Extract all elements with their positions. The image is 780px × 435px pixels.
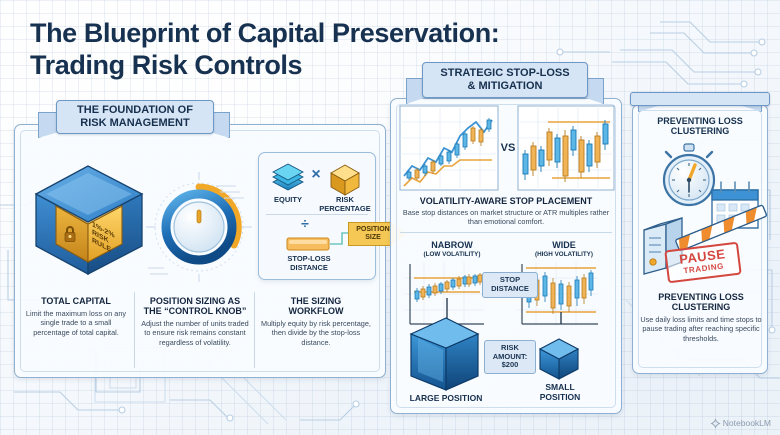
- caption-position-sizing: POSITION SIZING AS THE “CONTROL KNOB” Ad…: [140, 296, 250, 347]
- position-size-line-2: SIZE: [365, 234, 381, 241]
- caption-divider-2: [254, 292, 255, 368]
- stopwatch-icon: [662, 143, 716, 207]
- stop-loss-distance-label: STOP-LOSS DISTANCE: [276, 254, 342, 272]
- caption-loss-clustering: PREVENTING LOSS CLUSTERING Use daily los…: [640, 292, 762, 343]
- stacked-coins-icon: [272, 163, 304, 191]
- banner-loss-clustering-bar: [630, 92, 770, 106]
- loss-clustering-title-line-1: PREVENTING LOSS: [657, 116, 743, 126]
- trending-up-candlestick-chart-icon: [399, 105, 499, 191]
- caption-total-capital: TOTAL CAPITAL Limit the maximum loss on …: [22, 296, 130, 337]
- caption-total-capital-heading: TOTAL CAPITAL: [41, 296, 111, 306]
- caption-sizing-workflow: THE SIZING WORKFLOW Multiply equity by r…: [260, 296, 372, 347]
- caption-position-sizing-heading: POSITION SIZING AS THE “CONTROL KNOB”: [140, 296, 250, 316]
- watermark-label: NotebookLM: [722, 418, 771, 428]
- stop-distance-chip-line-1: STOP: [499, 275, 521, 285]
- small-position-label-line-2: POSITION: [539, 391, 581, 402]
- caption-sizing-workflow-body: Multiply equity by risk percentage, then…: [261, 319, 371, 347]
- page-title-line-2: Trading Risk Controls: [30, 49, 303, 80]
- caption-volatility-aware-heading: VOLATILITY-AWARE STOP PLACEMENT: [419, 196, 593, 206]
- watermark: NotebookLM: [710, 417, 771, 429]
- small-position-label-line-1: SMALL: [545, 382, 575, 392]
- risk-percentage-label-line-2: PERCENTAGE: [319, 203, 371, 213]
- caption-volatility-aware: VOLATILITY-AWARE STOP PLACEMENT Base sto…: [398, 196, 614, 227]
- sizing-card-divider: [266, 214, 368, 215]
- narrow-heading: NABROW: [431, 240, 473, 250]
- page-title: The Blueprint of Capital Preservation: T…: [30, 18, 590, 82]
- caption-divider-1: [134, 292, 135, 368]
- choppy-candlestick-chart-icon: [517, 105, 615, 191]
- equity-label: EQUITY: [274, 195, 302, 204]
- position-size-line-1: POSITION: [356, 226, 390, 234]
- caption-sizing-workflow-heading: THE SIZING WORKFLOW: [260, 296, 372, 316]
- caption-total-capital-body: Limit the maximum loss on any single tra…: [25, 309, 127, 337]
- stop-loss-section-divider: [400, 232, 612, 233]
- risk-amount-chip-line-3: $200: [501, 360, 519, 370]
- multiply-operator: ×: [311, 166, 321, 183]
- large-blue-cube-icon: [409, 317, 480, 391]
- stop-loss-distance-line-1: STOP-LOSS: [287, 254, 331, 263]
- control-knob-icon: [146, 172, 252, 282]
- caption-loss-clustering-heading-line-2: CLUSTERING: [671, 302, 731, 313]
- notebooklm-logo-icon: [710, 417, 721, 429]
- wide-subheading: (HIGH VOLATILITY): [535, 251, 593, 258]
- banner-foundation-line-1: THE FOUNDATION OF: [77, 104, 193, 117]
- caption-position-sizing-heading-line-1: POSITION SIZING AS: [149, 296, 241, 306]
- page-title-line-1: The Blueprint of Capital Preservation:: [30, 18, 500, 48]
- loss-clustering-title: PREVENTING LOSS CLUSTERING: [640, 116, 760, 137]
- caption-sizing-workflow-heading-line-1: THE SIZING: [290, 296, 342, 306]
- narrow-subheading: (LOW VOLATILITY): [423, 251, 481, 258]
- caption-position-sizing-body: Adjust the number of units traded to ens…: [141, 319, 249, 347]
- caption-loss-clustering-heading-line-1: PREVENTING LOSS: [658, 292, 744, 302]
- knob-callout-lines-icon: [148, 185, 244, 275]
- banner-foundation: THE FOUNDATION OF RISK MANAGEMENT: [56, 100, 214, 134]
- loss-clustering-title-line-2: CLUSTERING: [670, 126, 730, 137]
- stop-loss-distance-line-2: DISTANCE: [290, 262, 328, 272]
- small-position-label: SMALL POSITION: [518, 382, 602, 402]
- banner-stop-loss: STRATEGIC STOP-LOSS & MITIGATION: [422, 62, 588, 98]
- large-position-label: LARGE POSITION: [409, 393, 483, 403]
- risk-amount-chip-line-1: RISK: [501, 343, 519, 353]
- caption-sizing-workflow-heading-line-2: WORKFLOW: [288, 306, 344, 317]
- risk-amount-chip-line-2: AMOUNT:: [492, 351, 528, 361]
- small-blue-cube-icon: [538, 338, 580, 380]
- banner-stop-loss-line-1: STRATEGIC STOP-LOSS: [440, 67, 570, 80]
- banner-foundation-line-2: RISK MANAGEMENT: [80, 117, 190, 129]
- stop-distance-chip-line-2: DISTANCE: [491, 284, 529, 293]
- caption-loss-clustering-body: Use daily loss limits and time stops to …: [640, 315, 762, 343]
- low-volatility-candlestick-chart-icon: [404, 262, 484, 326]
- divide-operator: ÷: [301, 215, 309, 231]
- caption-volatility-aware-body: Base stop distances on market structure …: [402, 208, 610, 227]
- stop-distance-chip: STOP DISTANCE: [482, 272, 538, 298]
- gold-cube-icon: [330, 164, 360, 196]
- caption-loss-clustering-heading: PREVENTING LOSS CLUSTERING: [640, 292, 762, 312]
- risk-percentage-label-line-1: RISK: [336, 195, 354, 204]
- risk-percentage-label: RISK PERCENTAGE: [316, 195, 374, 213]
- banner-stop-loss-line-2: & MITIGATION: [467, 80, 543, 92]
- vs-label: VS: [500, 142, 516, 154]
- orange-bar-icon: [286, 237, 330, 251]
- caption-position-sizing-heading-line-2: THE “CONTROL KNOB”: [143, 306, 247, 317]
- wide-heading: WIDE: [552, 240, 576, 250]
- risk-amount-chip: RISK AMOUNT: $200: [484, 340, 536, 374]
- total-capital-vault-icon: 1%-2% RISK RULE: [34, 165, 144, 276]
